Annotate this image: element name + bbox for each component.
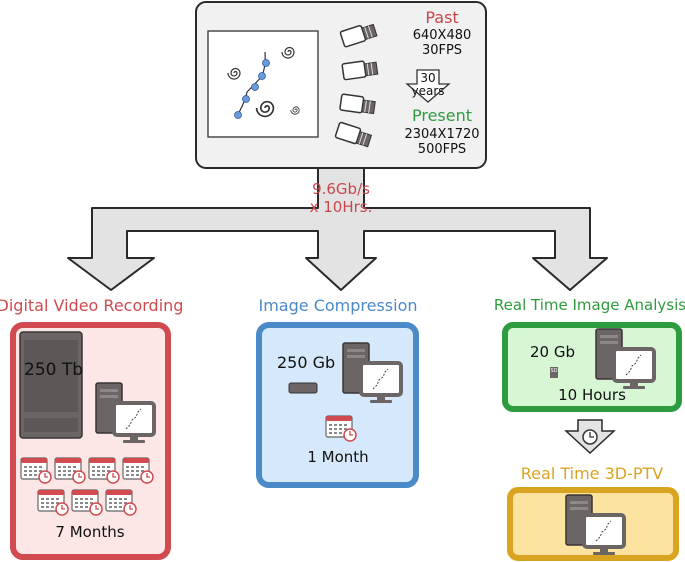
- sd-card-label: SD: [550, 368, 558, 374]
- gap-unit: years: [411, 84, 445, 98]
- gap-number: 30: [420, 71, 436, 85]
- flow-view: [207, 30, 319, 138]
- past-label: Past: [425, 8, 459, 27]
- particle-trajectory: [234, 51, 270, 119]
- dvr-title: Digital Video Recording: [0, 296, 184, 315]
- data-rate: 9.6Gb/s: [312, 180, 370, 198]
- realtime-duration: 10 Hours: [558, 386, 626, 404]
- present-label: Present: [411, 106, 473, 125]
- recording-duration: x 10Hrs.: [309, 198, 373, 216]
- past-resolution: 640X480: [412, 28, 472, 43]
- ptv-title: Real Time 3D-PTV: [520, 464, 664, 483]
- present-resolution: 2304X1720: [404, 127, 480, 142]
- sd-card-icon: [550, 367, 558, 378]
- compression-duration: 1 Month: [307, 448, 369, 466]
- calendar-icon: [325, 415, 357, 442]
- distribution-arrow: [67, 167, 608, 291]
- hard-drive-icon: [288, 382, 318, 394]
- years-arrow: [405, 69, 451, 103]
- compression-storage: 250 Gb: [277, 353, 336, 372]
- realtime-storage: 20 Gb: [530, 343, 575, 361]
- dvr-storage: 250 Tb: [24, 360, 84, 380]
- present-fps: 500FPS: [417, 142, 467, 157]
- past-fps: 30FPS: [421, 43, 463, 58]
- compression-title: Image Compression: [258, 296, 418, 315]
- realtime-title: Real Time Image Analysis: [493, 296, 685, 314]
- clock-icon: [582, 429, 598, 445]
- dvr-duration: 7 Months: [55, 523, 125, 541]
